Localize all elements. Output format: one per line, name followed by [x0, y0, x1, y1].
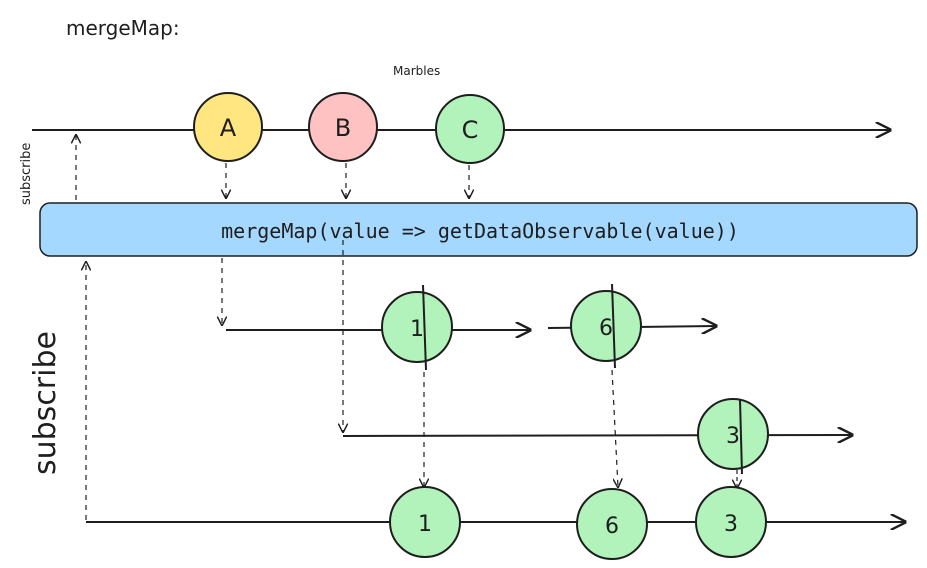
inner-a-value-1-label: 1 — [410, 317, 424, 342]
inner-b-value-1: 3 — [697, 398, 769, 475]
inner-stream-b-line — [342, 435, 852, 436]
operator-box — [39, 202, 918, 257]
output-value-3-circle — [695, 486, 767, 558]
inner-b-value-1-label: 3 — [726, 424, 740, 449]
source-marble-c: C — [435, 94, 505, 164]
output-value-2: 6 — [576, 488, 648, 560]
output-value-3-label: 3 — [724, 512, 738, 537]
inner-b-value-1-divider — [739, 399, 743, 475]
inner-a-value-2-divider — [611, 283, 616, 369]
inner-a-value-1-divider — [422, 284, 427, 371]
source-marble-c-label: C — [462, 116, 479, 144]
inner-a-value-2: 6 — [570, 283, 642, 369]
output-value-1-label: 1 — [418, 512, 432, 537]
source-marble-b: B — [308, 92, 378, 162]
source-marble-b-label: B — [335, 114, 351, 142]
arrow-inner-6-to-output — [611, 369, 618, 487]
output-value-3: 3 — [695, 486, 767, 558]
inner-a-value-1-circle — [381, 291, 453, 363]
operator-label: mergeMap(value => getDataObservable(valu… — [221, 219, 739, 243]
output-value-2-label: 6 — [605, 514, 619, 539]
subscribe-label-small: subscribe — [19, 143, 34, 205]
source-marble-a-circle — [193, 92, 263, 162]
source-marble-b-circle — [308, 92, 378, 162]
diagram-title: mergeMap: — [66, 16, 180, 40]
source-marble-c-circle — [435, 94, 505, 164]
inner-b-value-1-circle — [697, 398, 769, 470]
source-marble-a: A — [193, 92, 263, 162]
output-value-1-circle — [389, 486, 461, 558]
output-value-1: 1 — [389, 486, 461, 558]
output-value-2-circle — [576, 488, 648, 560]
subscribe-label-large: subscribe — [28, 331, 63, 475]
inner-a-value-2-label: 6 — [599, 316, 613, 341]
inner-a-value-1: 1 — [381, 284, 453, 371]
source-marble-a-label: A — [220, 114, 237, 142]
marbles-caption: Marbles — [393, 64, 440, 78]
inner-a-value-2-circle — [570, 290, 642, 362]
